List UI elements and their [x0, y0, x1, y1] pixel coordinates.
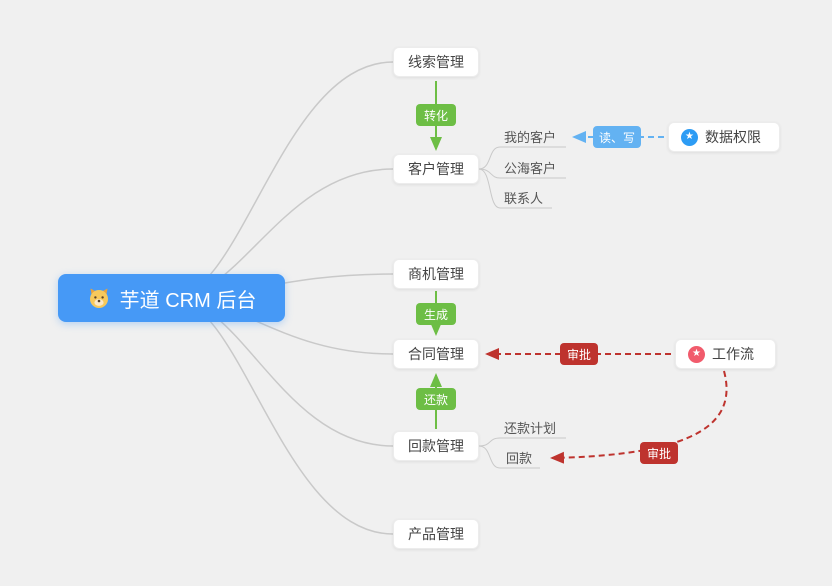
branch-repayment — [478, 445, 540, 469]
node-workflow[interactable]: ★ 工作流 — [675, 339, 776, 369]
node-workflow-label: 工作流 — [712, 346, 754, 362]
badge-approve-repayment-label: 审批 — [646, 446, 671, 461]
branch-public-sea-customers — [478, 168, 566, 179]
branch-contacts — [478, 168, 552, 209]
node-customers[interactable]: 客户管理 — [393, 154, 479, 184]
badge-convert: 转化 — [416, 104, 456, 126]
badge-generate: 生成 — [416, 303, 456, 325]
workflow-star-icon: ★ — [688, 345, 705, 363]
node-customers-label: 客户管理 — [408, 161, 464, 177]
badge-convert-label: 转化 — [423, 108, 448, 123]
sub-item-my-customers[interactable]: 我的客户 — [504, 129, 556, 146]
node-contracts-label: 合同管理 — [408, 346, 464, 362]
node-products[interactable]: 产品管理 — [393, 519, 479, 549]
sub-item-contacts[interactable]: 联系人 — [504, 190, 543, 207]
sub-item-repayment-label: 回款 — [506, 451, 533, 466]
data-permission-star-icon: ★ — [681, 128, 698, 146]
badge-generate-label: 生成 — [423, 307, 448, 322]
sub-item-public-sea-customers-label: 公海客户 — [504, 161, 557, 176]
node-leads[interactable]: 线索管理 — [393, 47, 479, 77]
branch-my-customers — [478, 146, 566, 170]
badge-repay: 还款 — [416, 388, 456, 410]
dog-icon — [87, 286, 111, 310]
node-opportunities[interactable]: 商机管理 — [393, 259, 479, 289]
sub-item-repayment-plan[interactable]: 还款计划 — [504, 420, 556, 437]
badge-approve-repayment: 审批 — [640, 442, 678, 464]
branch-repayment-plan — [478, 437, 566, 447]
node-contracts[interactable]: 合同管理 — [393, 339, 479, 369]
badge-read-write-label: 读、写 — [598, 130, 635, 145]
connector-central-leads — [171, 61, 394, 299]
sub-item-my-customers-label: 我的客户 — [504, 130, 557, 145]
badge-repay-label: 还款 — [423, 392, 448, 407]
sub-item-public-sea-customers[interactable]: 公海客户 — [504, 160, 556, 177]
node-opportunities-label: 商机管理 — [408, 266, 464, 282]
badge-approve-contract-label: 审批 — [566, 347, 591, 362]
central-node[interactable]: 芋道 CRM 后台 — [58, 274, 285, 322]
node-leads-label: 线索管理 — [408, 54, 464, 70]
connector-central-products — [171, 297, 394, 535]
sub-item-contacts-label: 联系人 — [504, 191, 544, 206]
arrow-approve-repayment — [550, 370, 728, 464]
node-receivables-label: 回款管理 — [408, 438, 464, 454]
sub-item-repayment[interactable]: 回款 — [506, 450, 532, 467]
badge-approve-contract: 审批 — [560, 343, 598, 365]
badge-read-write: 读、写 — [593, 126, 641, 148]
node-data-permission-label: 数据权限 — [705, 129, 761, 145]
central-node-label: 芋道 CRM 后台 — [119, 289, 257, 312]
node-products-label: 产品管理 — [408, 526, 464, 542]
sub-item-repayment-plan-label: 还款计划 — [504, 421, 557, 436]
node-data-permission[interactable]: ★ 数据权限 — [668, 122, 780, 152]
node-receivables[interactable]: 回款管理 — [393, 431, 479, 461]
